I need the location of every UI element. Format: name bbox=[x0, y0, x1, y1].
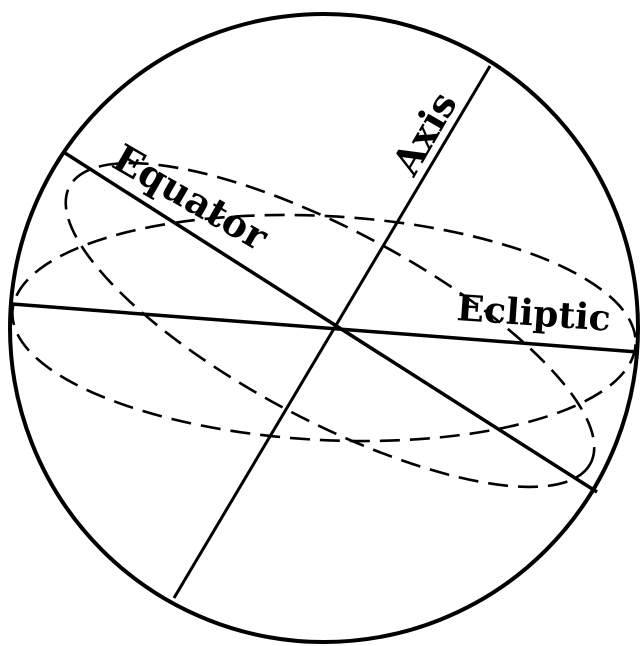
axis-label: Axis bbox=[382, 84, 465, 184]
ecliptic-label: Ecliptic bbox=[455, 287, 612, 340]
